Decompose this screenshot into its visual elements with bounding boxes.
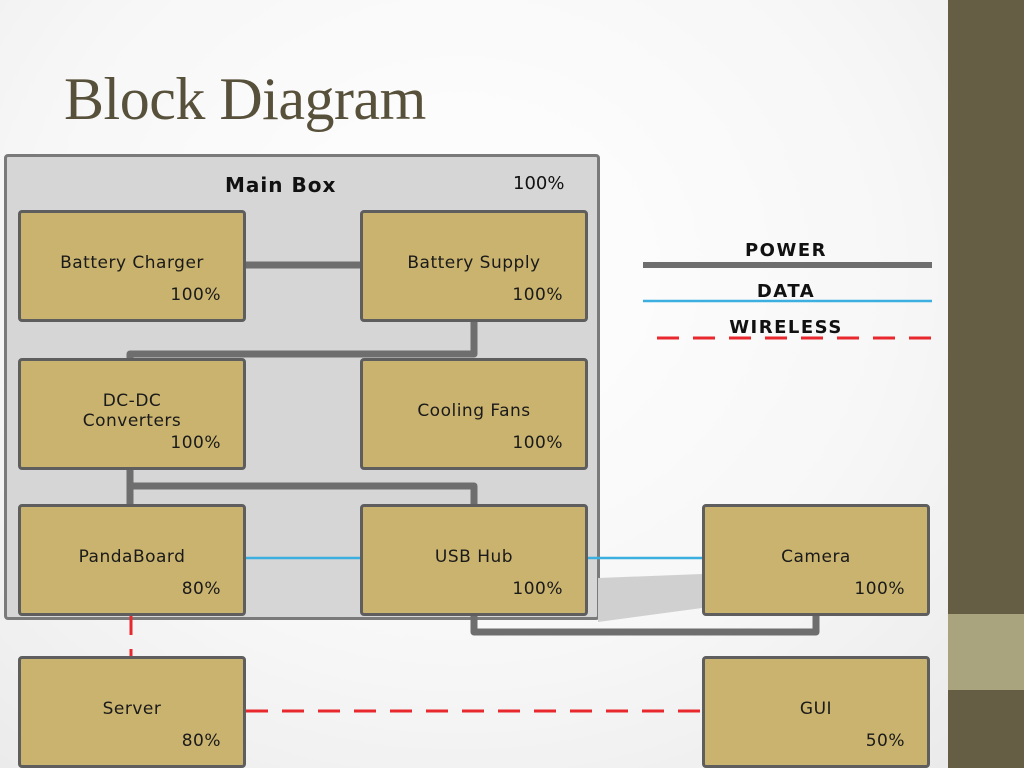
legend-wireless-label: WIRELESS bbox=[729, 317, 843, 338]
connection-lines bbox=[126, 261, 932, 713]
block-battery-charger: Battery Charger 100% bbox=[18, 210, 246, 322]
block-name: GUI bbox=[799, 699, 833, 719]
block-percent: 80% bbox=[181, 579, 221, 599]
power-line-supply-dcdc bbox=[126, 320, 478, 358]
block-name: Cooling Fans bbox=[417, 401, 531, 421]
block-name: Battery Charger bbox=[60, 253, 204, 273]
block-usb-hub: USB Hub 100% bbox=[360, 504, 588, 616]
block-cooling-fans: Cooling Fans 100% bbox=[360, 358, 588, 470]
block-dcdc-converters: DC-DC Converters 100% bbox=[18, 358, 246, 470]
legend-data-label: DATA bbox=[756, 281, 816, 302]
block-diagram: Main Box 100% POWER DATA WIREL bbox=[0, 148, 948, 768]
block-name-line2: Converters bbox=[82, 411, 182, 431]
block-camera: Camera 100% bbox=[702, 504, 930, 616]
block-pandaboard: PandaBoard 80% bbox=[18, 504, 246, 616]
block-percent: 50% bbox=[865, 731, 905, 751]
main-box-percent: 100% bbox=[513, 173, 565, 194]
camera-funnel bbox=[598, 574, 702, 622]
power-line-usbhub-camera bbox=[470, 613, 820, 636]
block-percent: 100% bbox=[512, 579, 563, 599]
block-name: DC-DC Converters bbox=[25, 391, 239, 431]
block-name: Camera bbox=[781, 547, 851, 567]
block-percent: 100% bbox=[170, 433, 221, 453]
block-percent: 80% bbox=[181, 731, 221, 751]
sidebar-accent bbox=[948, 614, 1024, 690]
block-name-line1: DC-DC bbox=[102, 391, 162, 411]
slide-title: Block Diagram bbox=[64, 66, 426, 132]
block-percent: 100% bbox=[512, 285, 563, 305]
block-name: PandaBoard bbox=[78, 547, 186, 567]
block-percent: 100% bbox=[512, 433, 563, 453]
block-gui: GUI 50% bbox=[702, 656, 930, 768]
block-name: USB Hub bbox=[434, 547, 514, 567]
block-percent: 100% bbox=[170, 285, 221, 305]
block-server: Server 80% bbox=[18, 656, 246, 768]
block-name: Battery Supply bbox=[407, 253, 541, 273]
block-battery-supply: Battery Supply 100% bbox=[360, 210, 588, 322]
background-shapes bbox=[598, 574, 702, 622]
block-name: Server bbox=[102, 699, 162, 719]
main-box-label: Main Box bbox=[225, 173, 337, 197]
block-percent: 100% bbox=[854, 579, 905, 599]
legend-power-label: POWER bbox=[744, 240, 827, 261]
power-line-dcdc-usbhub bbox=[130, 482, 478, 506]
